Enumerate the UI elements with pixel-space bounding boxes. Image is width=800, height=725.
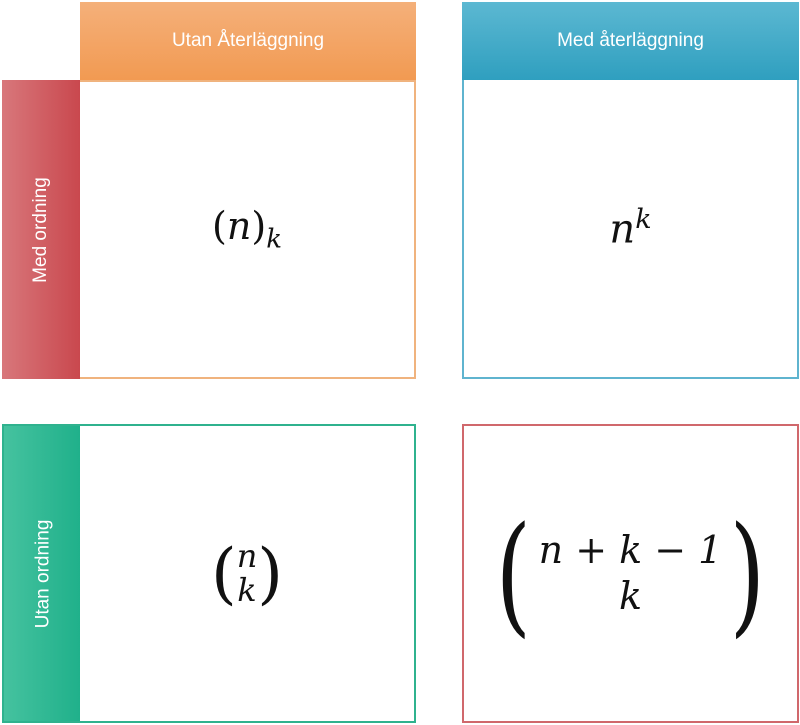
cell-ordered-without-replacement: (n)k bbox=[80, 80, 416, 379]
cell-ordered-with-replacement: nk bbox=[462, 80, 799, 379]
binom-top: n bbox=[236, 536, 258, 575]
binom-bottom: k bbox=[237, 570, 257, 609]
binom-top: n + k − 1 bbox=[538, 527, 723, 572]
paren-open: ( bbox=[495, 497, 532, 650]
row-label-ordered: Med ordning bbox=[30, 176, 51, 283]
paren-close: ) bbox=[257, 535, 284, 612]
formula-base: n bbox=[609, 206, 636, 253]
row-header-unordered: Utan ordning bbox=[2, 424, 82, 723]
row-label-unordered: Utan ordning bbox=[32, 519, 54, 628]
binom-bottom: k bbox=[618, 573, 643, 618]
row-header-ordered: Med ordning bbox=[2, 80, 80, 379]
column-header-without-replacement: Utan Återläggning bbox=[80, 2, 416, 80]
paren-close: ) bbox=[729, 497, 766, 650]
paren-close: ) bbox=[251, 204, 267, 249]
formula-superscript: k bbox=[635, 204, 652, 236]
formula-base: n bbox=[226, 204, 252, 249]
formula-subscript: k bbox=[266, 224, 282, 255]
paren-open: ( bbox=[212, 204, 227, 249]
paren-open: ( bbox=[210, 535, 237, 612]
column-header-with-replacement: Med återläggning bbox=[462, 2, 799, 80]
